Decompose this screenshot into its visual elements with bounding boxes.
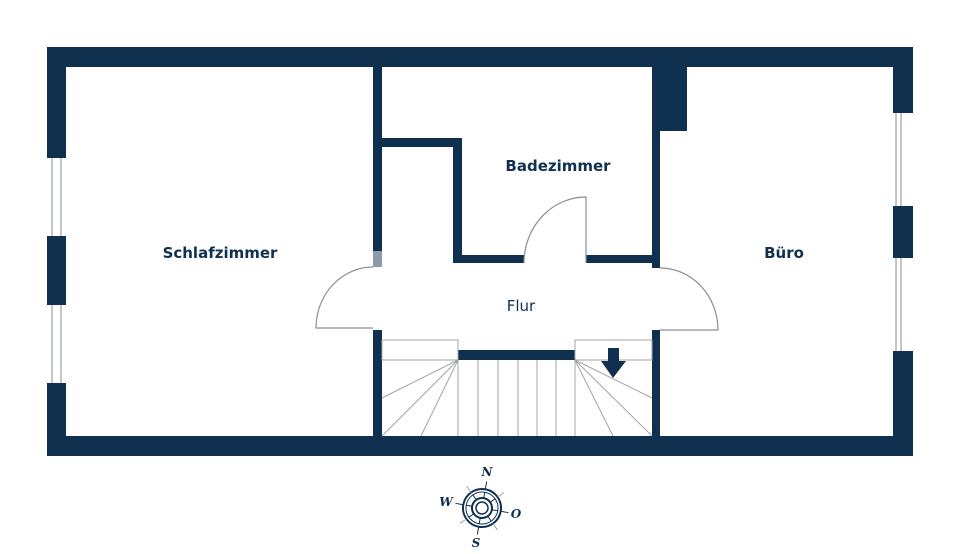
room-label-buero: Büro — [764, 244, 804, 262]
compass-north: N — [481, 465, 494, 479]
compass-west: W — [439, 495, 454, 509]
wall-stub — [373, 251, 382, 267]
room-label-schlafzimmer: Schlafzimmer — [163, 244, 278, 262]
room-label-flur: Flur — [507, 297, 536, 315]
arrow-down-icon — [601, 348, 626, 378]
walls — [47, 47, 913, 456]
compass-rose-icon — [455, 481, 509, 535]
door-schlafzimmer — [315, 266, 374, 329]
room-label-badezimmer: Badezimmer — [505, 157, 611, 175]
doors — [315, 196, 719, 331]
compass-east: O — [511, 507, 522, 521]
compass-south: S — [472, 536, 481, 550]
door-buero — [659, 267, 719, 331]
staircase — [381, 339, 653, 437]
door-badezimmer — [523, 196, 587, 264]
windows — [51, 113, 902, 383]
